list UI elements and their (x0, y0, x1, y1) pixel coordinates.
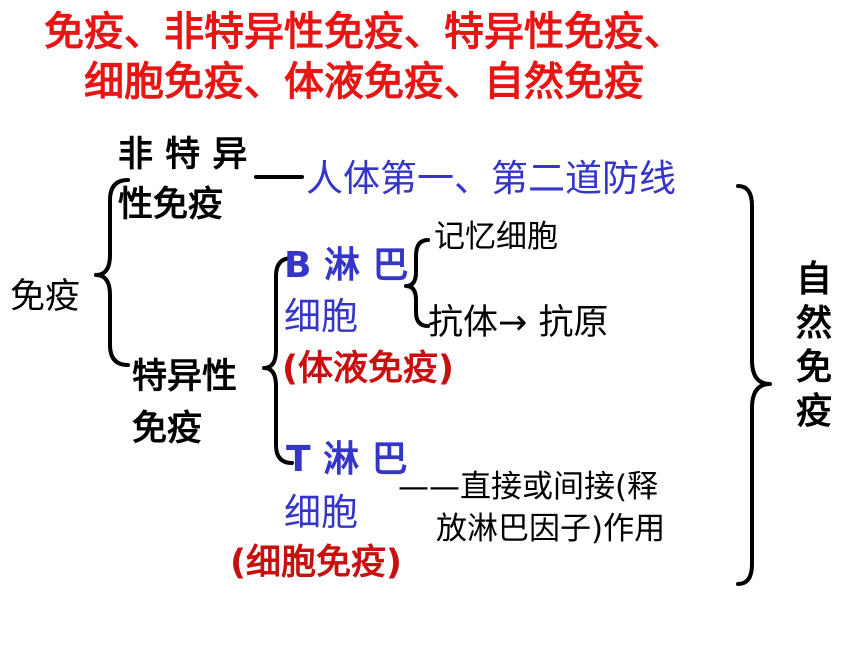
tcell-label-1: T 淋 巴 (286, 439, 408, 480)
brace-specific (262, 256, 294, 465)
brace-bcell (404, 238, 430, 328)
bcell-label-1: B 淋 巴 (284, 245, 409, 286)
title-line-2: 细胞免疫、体液免疫、自然免疫 (84, 59, 644, 105)
specific-label-1: 特异性 (132, 357, 238, 397)
specific-label-2: 免疫 (132, 409, 203, 449)
nonspecific-label-1: 非 特 异 (118, 135, 248, 175)
tcell-label-2: 细胞 (284, 491, 358, 534)
natural-immunity: 自然免疫 (795, 259, 832, 432)
root-immunity: 免疫 (10, 277, 81, 317)
antibody-antigen: 抗体→ 抗原 (428, 303, 609, 343)
bcell-label-2: 细胞 (284, 295, 358, 338)
brace-natural (736, 184, 772, 586)
brace-immunity (94, 178, 130, 367)
bcell-immunity-type: (体液免疫) (282, 349, 454, 389)
tcell-action-1: ——直接或间接(释 (398, 469, 659, 505)
nonspecific-description: 人体第一、第二道防线 (306, 157, 676, 200)
memory-cell: 记忆细胞 (434, 219, 558, 255)
nonspecific-label-2: 性免疫 (118, 185, 224, 225)
title-line-1: 免疫、非特异性免疫、特异性免疫、 (44, 9, 684, 55)
tcell-immunity-type: (细胞免疫) (230, 543, 402, 583)
tcell-action-2: 放淋巴因子)作用 (436, 511, 666, 547)
